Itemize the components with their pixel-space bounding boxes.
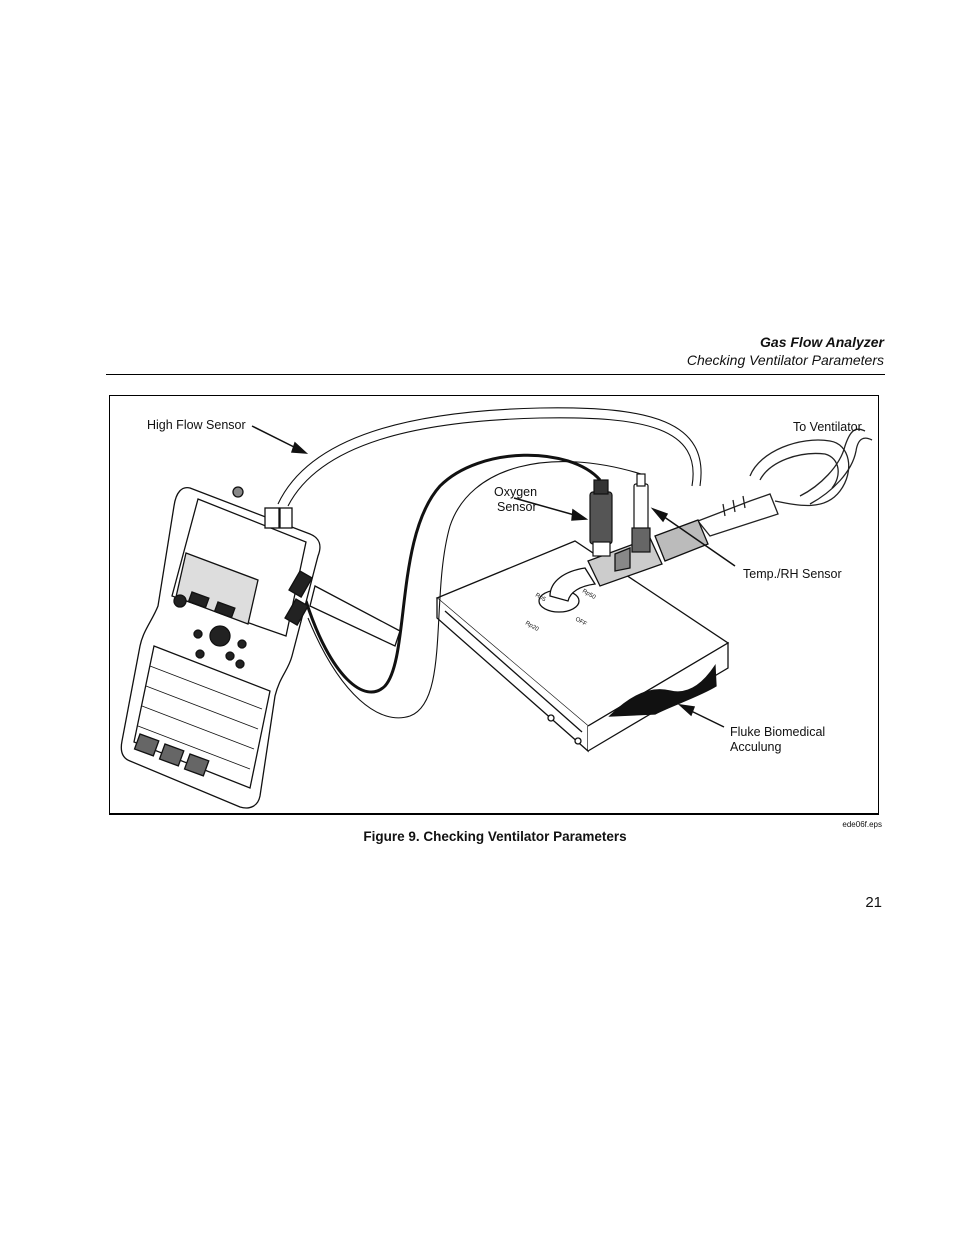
acculung-box <box>435 540 730 753</box>
svg-text:Rp5: Rp5 <box>534 593 547 604</box>
figure-caption: Figure 9. Checking Ventilator Parameters <box>363 829 627 844</box>
ventilator-hoses <box>696 428 873 537</box>
header-rule <box>106 374 885 375</box>
label-acculung-line1: Fluke Biomedical <box>730 725 826 739</box>
svg-text:OFF: OFF <box>574 617 588 628</box>
t-fitting: Rp20 OFF Rp5 Rp50 <box>524 519 709 633</box>
figure-illustration: Rp20 OFF Rp5 Rp50 <box>120 407 873 809</box>
handheld-analyzer <box>120 486 401 809</box>
leader-arrows <box>251 425 736 728</box>
label-oxygen-line2: Sensor <box>497 500 537 514</box>
label-oxygen-line1: Oxygen <box>494 485 538 499</box>
figure-file-id: ede06f.eps <box>842 820 882 829</box>
figure-frame: Rp20 OFF Rp5 Rp50 <box>109 395 879 815</box>
page-number: 21 <box>865 894 882 911</box>
label-temp-rh-sensor: Temp./RH Sensor <box>743 567 842 581</box>
label-to-ventilator: To Ventilator <box>793 420 862 434</box>
temp-rh-sensor <box>631 473 651 553</box>
label-high-flow-sensor: High Flow Sensor <box>147 418 246 432</box>
header-subtitle: Checking Ventilator Parameters <box>686 352 884 368</box>
oxygen-sensor <box>589 479 613 557</box>
header-title: Gas Flow Analyzer <box>760 334 884 350</box>
label-acculung-line2: Acculung <box>730 740 782 754</box>
cables <box>277 407 702 719</box>
